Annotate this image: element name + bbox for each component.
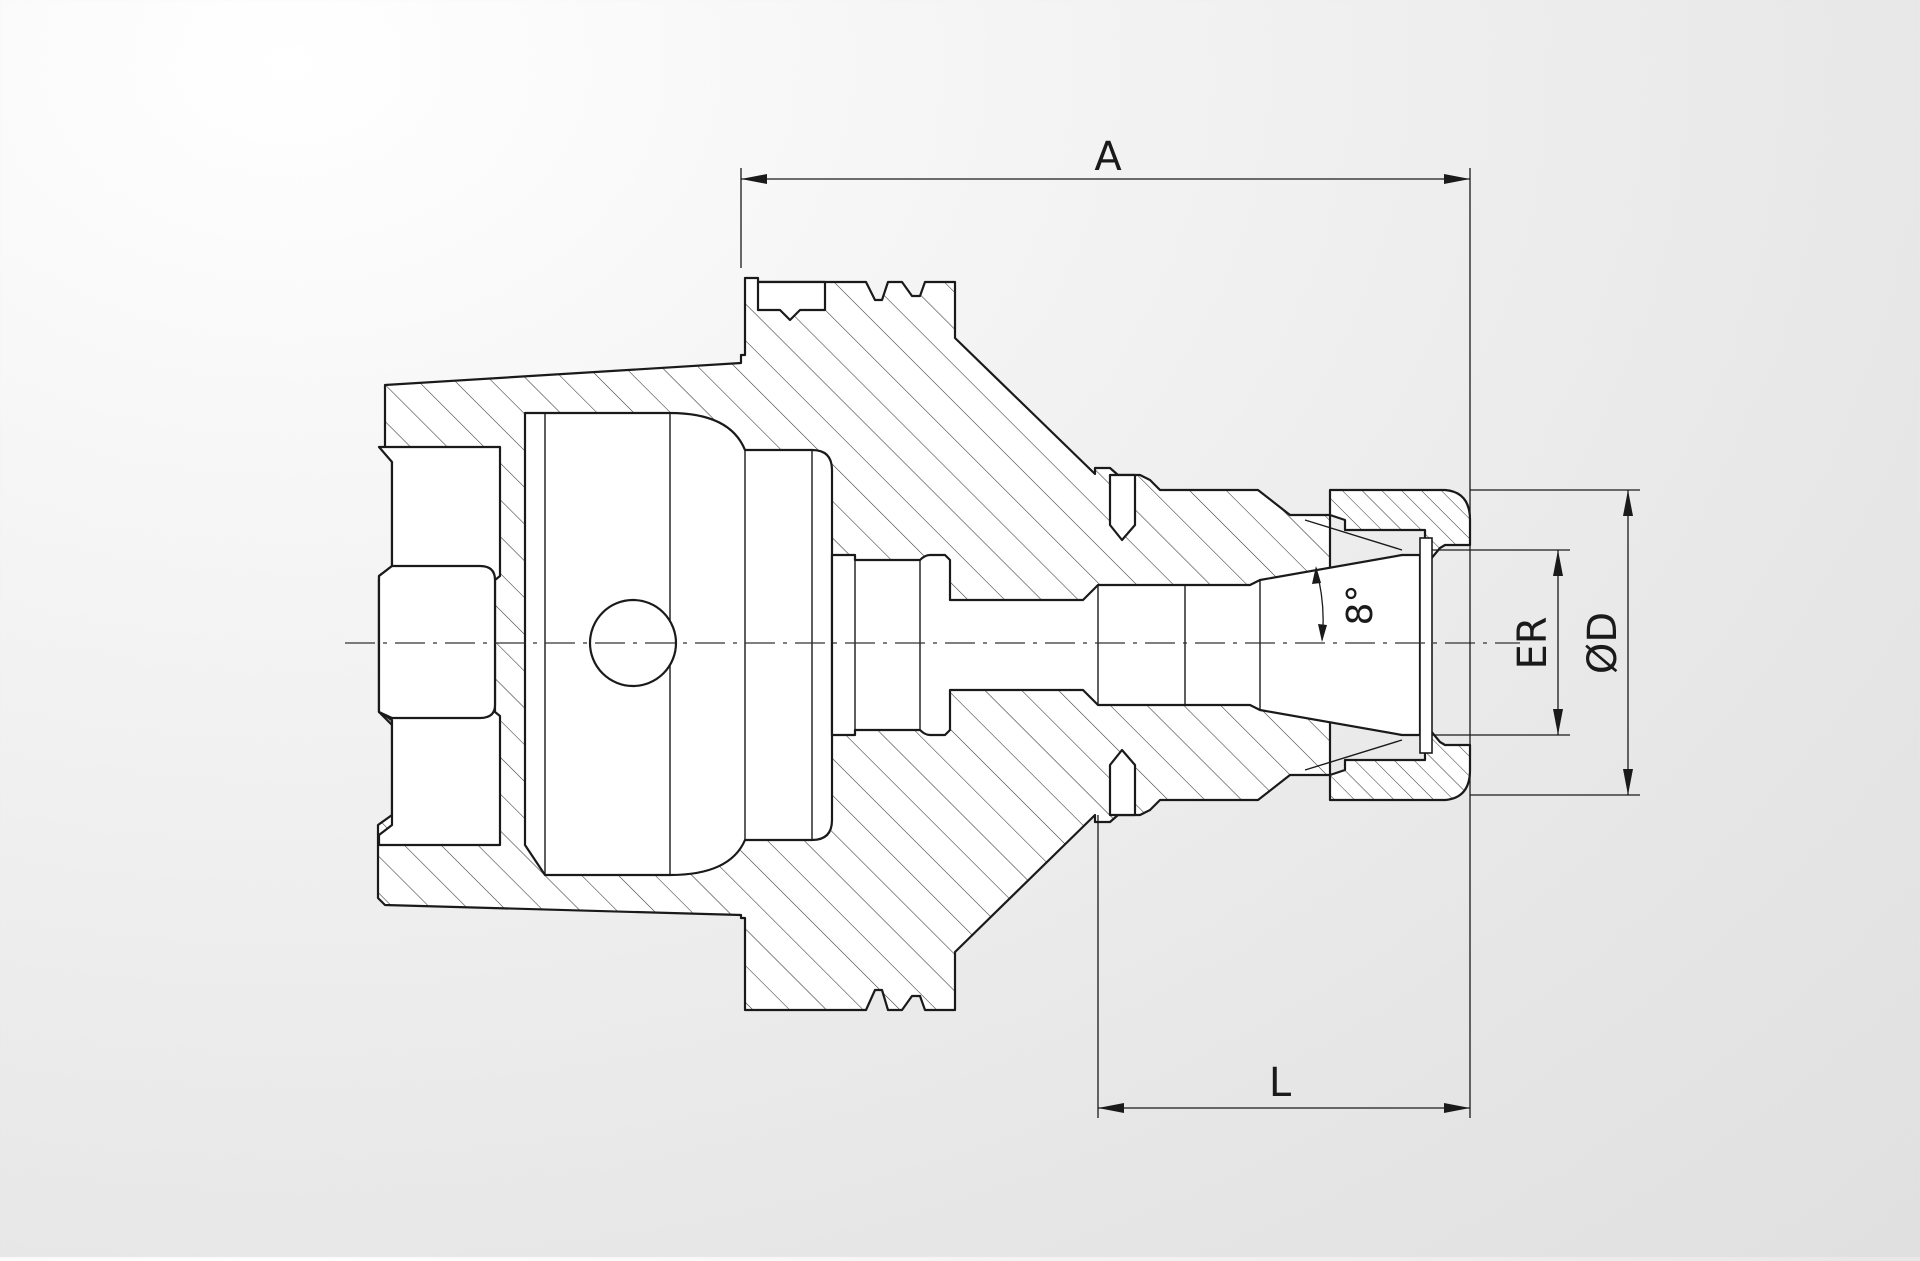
dim-a-label: A [1094,134,1122,180]
dim-d-label: ØD [1580,612,1626,674]
angle-arrow-top [1312,566,1321,584]
angle-arrow-bottom [1318,624,1327,642]
dim-a-arrow-left [741,174,767,184]
dim-a-arrow-right [1444,174,1470,184]
dim-er-arrow-bottom [1553,709,1563,735]
drive-slot [377,564,497,720]
dim-er-label: ER [1510,616,1556,669]
dim-l-arrow-left [1098,1103,1124,1113]
balancing-screw-bottom [1108,748,1137,817]
dim-d-arrow-bottom [1623,769,1633,795]
dim-l-label: L [1269,1060,1292,1106]
collet-ring [1419,537,1433,754]
collet-seat-top [1304,519,1403,551]
key-slot [756,280,827,322]
angle-label: 8° [1340,585,1381,626]
balancing-screw-top [1108,473,1137,542]
dim-l-arrow-right [1444,1103,1470,1113]
collet-seat-bottom [1304,739,1403,771]
dim-er-arrow-top [1553,550,1563,576]
dim-d-arrow-top [1623,490,1633,516]
central-cavity [523,411,834,877]
